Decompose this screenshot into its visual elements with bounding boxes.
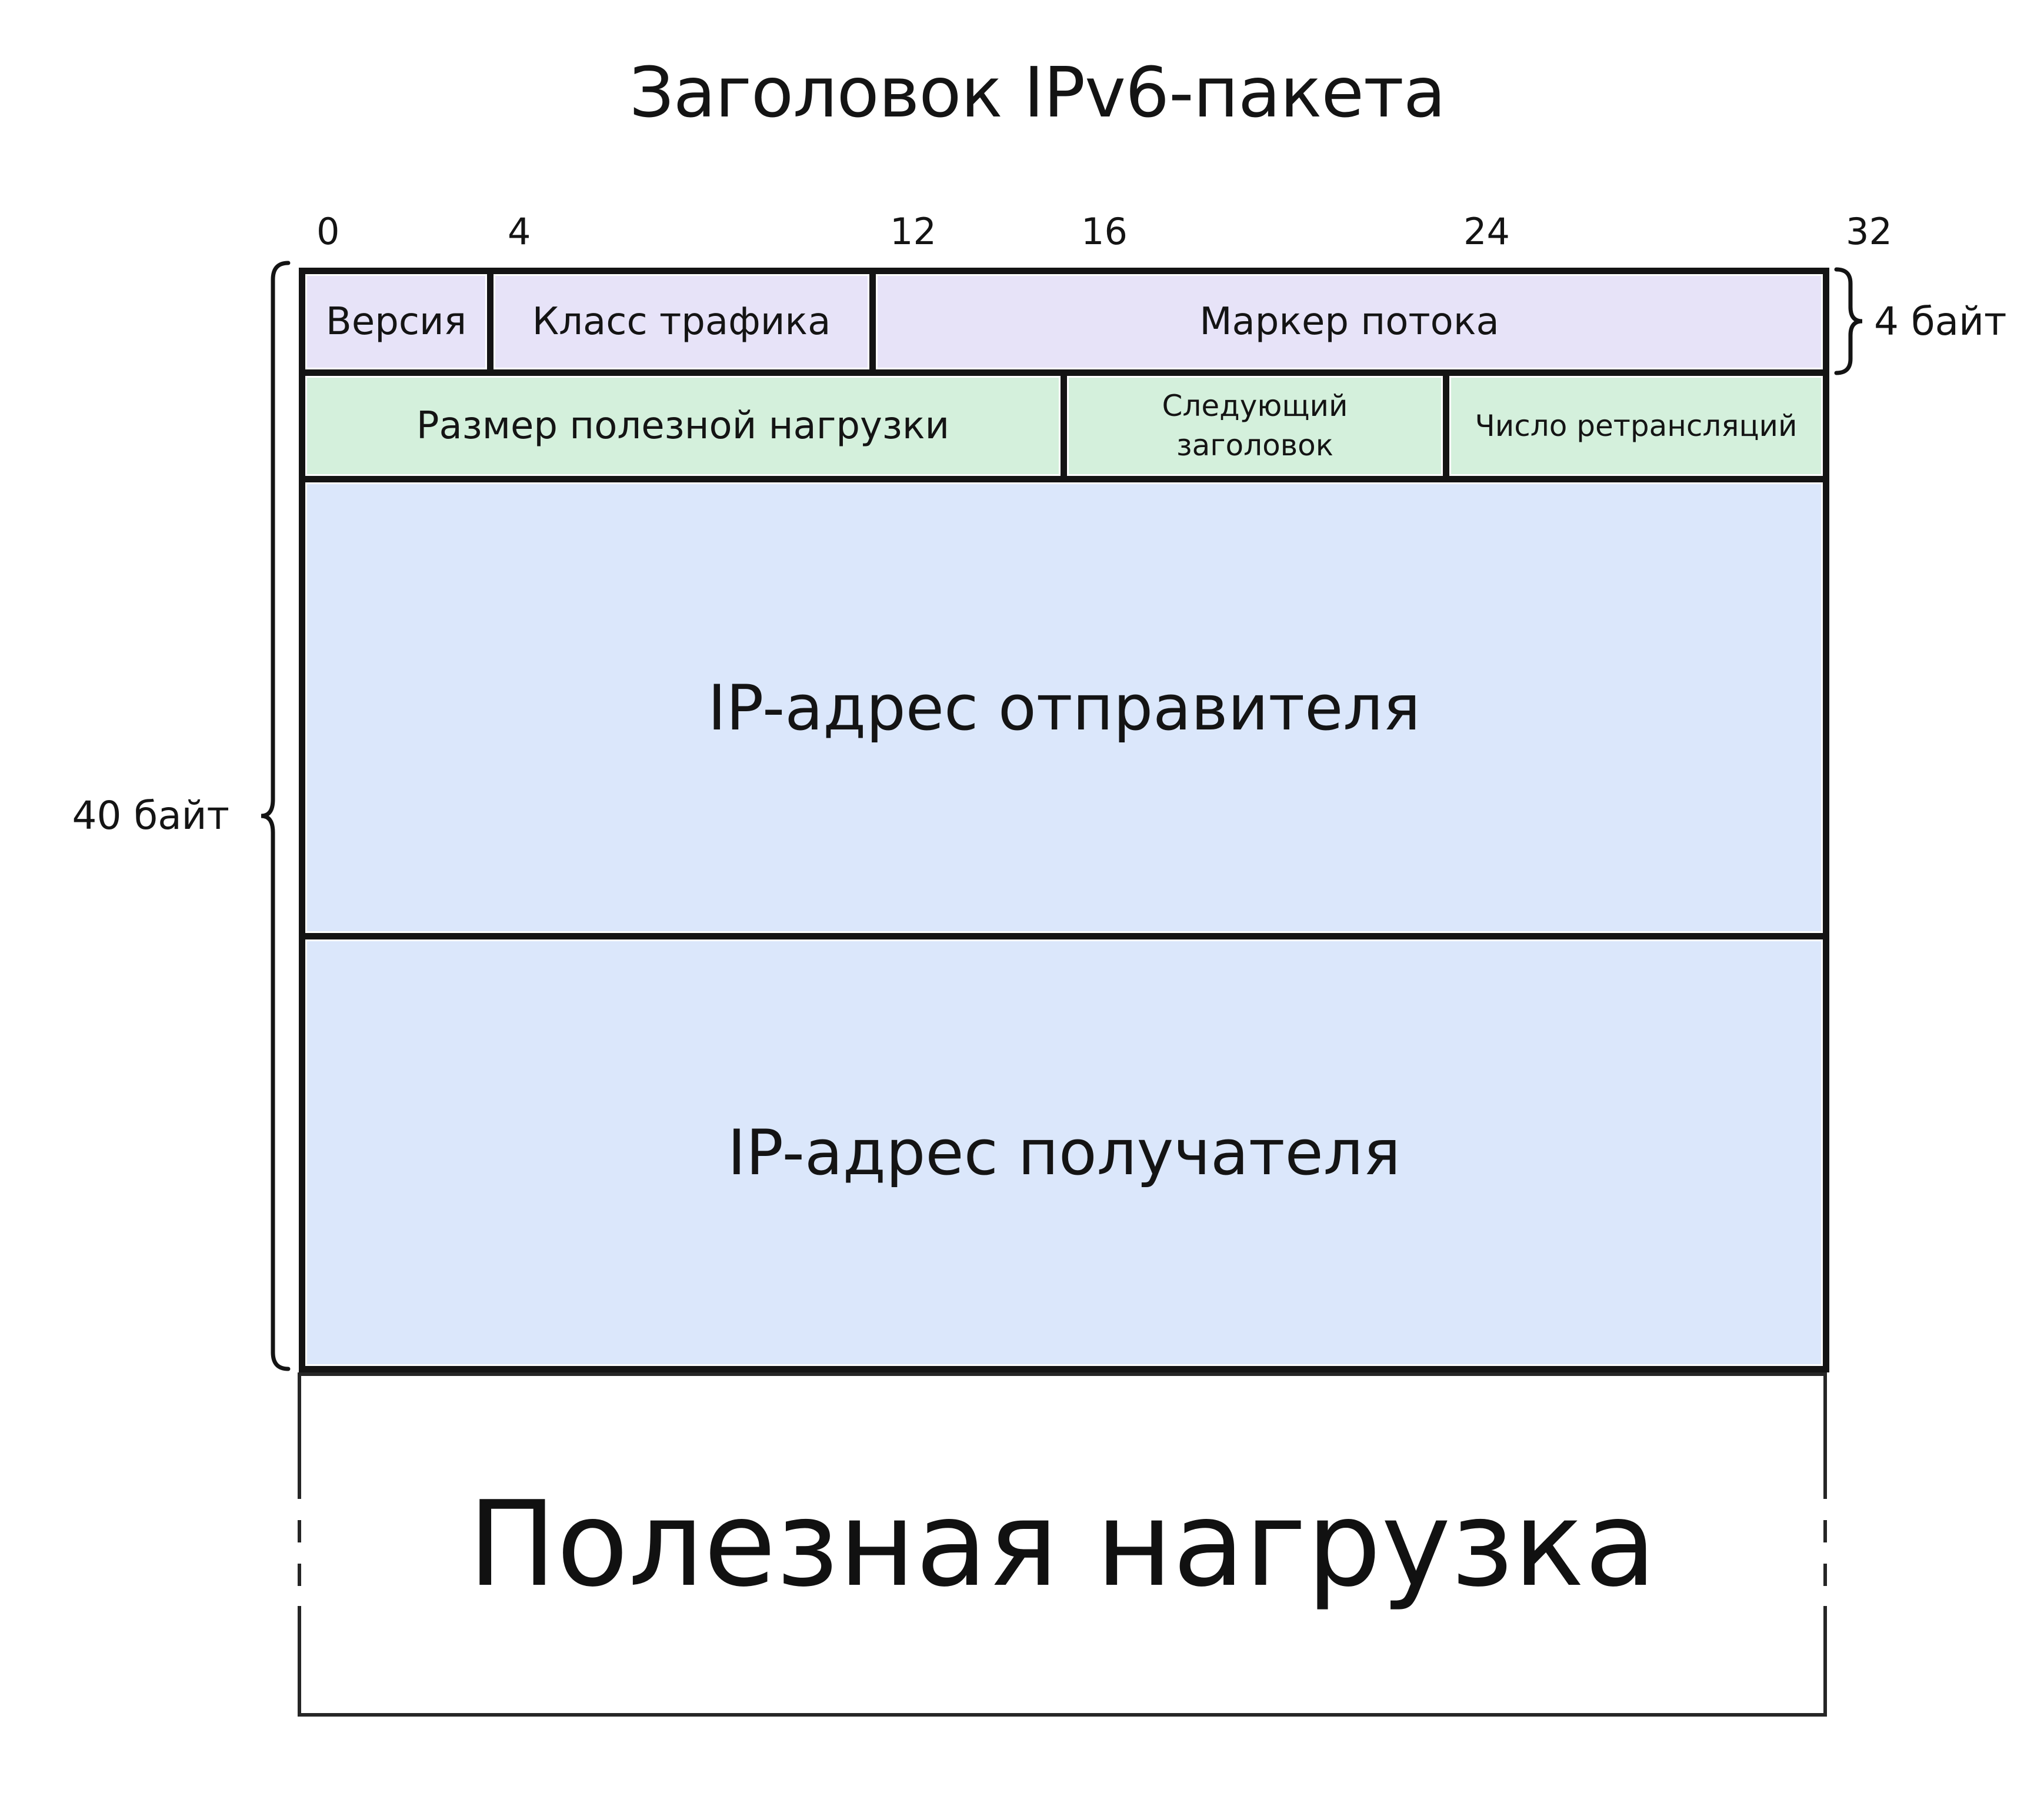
payload-border-right-dashed — [1823, 1477, 1827, 1606]
bit-tick-4: 4 — [508, 210, 531, 253]
payload-border-bottom — [298, 1713, 1827, 1717]
payload-border-right-solid-top — [1823, 1372, 1827, 1477]
field-version: Версия — [305, 274, 487, 369]
bit-tick-16: 16 — [1081, 210, 1128, 253]
label-4-bytes: 4 байт — [1874, 299, 2007, 344]
field-flow-label-label: Маркер потока — [1199, 300, 1499, 344]
payload-border-right-solid-bottom — [1823, 1606, 1827, 1717]
field-flow-label: Маркер потока — [876, 274, 1823, 369]
field-payload-length-label: Размер полезной нагрузки — [416, 404, 950, 448]
right-brace-4-bytes — [1834, 267, 1863, 375]
bit-tick-32: 32 — [1846, 210, 1892, 253]
header-table: Версия Класс трафика Маркер потока Разме… — [299, 268, 1829, 1372]
bit-tick-12: 12 — [890, 210, 936, 253]
field-next-header-label: Следующий заголовок — [1162, 388, 1348, 463]
label-40-bytes: 40 байт — [72, 793, 229, 838]
header-word-row-1: Версия Класс трафика Маркер потока — [305, 274, 1823, 369]
payload-border-left-solid-bottom — [298, 1606, 301, 1717]
field-payload-length: Размер полезной нагрузки — [305, 376, 1061, 476]
field-version-label: Версия — [325, 300, 467, 344]
field-traffic-class: Класс трафика — [494, 274, 869, 369]
field-destination-address-label: IP-адрес получателя — [727, 1117, 1401, 1189]
field-source-address-label: IP-адрес отправителя — [708, 671, 1421, 744]
bit-tick-24: 24 — [1463, 210, 1510, 253]
diagram-title: Заголовок IPv6-пакета — [629, 52, 1446, 133]
left-brace-40-bytes — [261, 261, 291, 1371]
payload-border-top — [298, 1372, 1827, 1376]
field-destination-address: IP-адрес получателя — [305, 939, 1823, 1366]
field-traffic-class-label: Класс трафика — [532, 300, 831, 344]
field-next-header: Следующий заголовок — [1067, 376, 1443, 476]
field-hop-limit: Число ретрансляций — [1449, 376, 1823, 476]
field-hop-limit-label: Число ретрансляций — [1475, 409, 1798, 443]
payload-box: Полезная нагрузка — [298, 1372, 1827, 1717]
payload-border-left-solid-top — [298, 1372, 301, 1477]
bit-tick-0: 0 — [316, 210, 340, 253]
field-source-address: IP-адрес отправителя — [305, 482, 1823, 933]
payload-border-left-dashed — [298, 1477, 301, 1606]
header-word-row-2: Размер полезной нагрузки Следующий загол… — [305, 376, 1823, 476]
payload-label: Полезная нагрузка — [468, 1476, 1657, 1613]
